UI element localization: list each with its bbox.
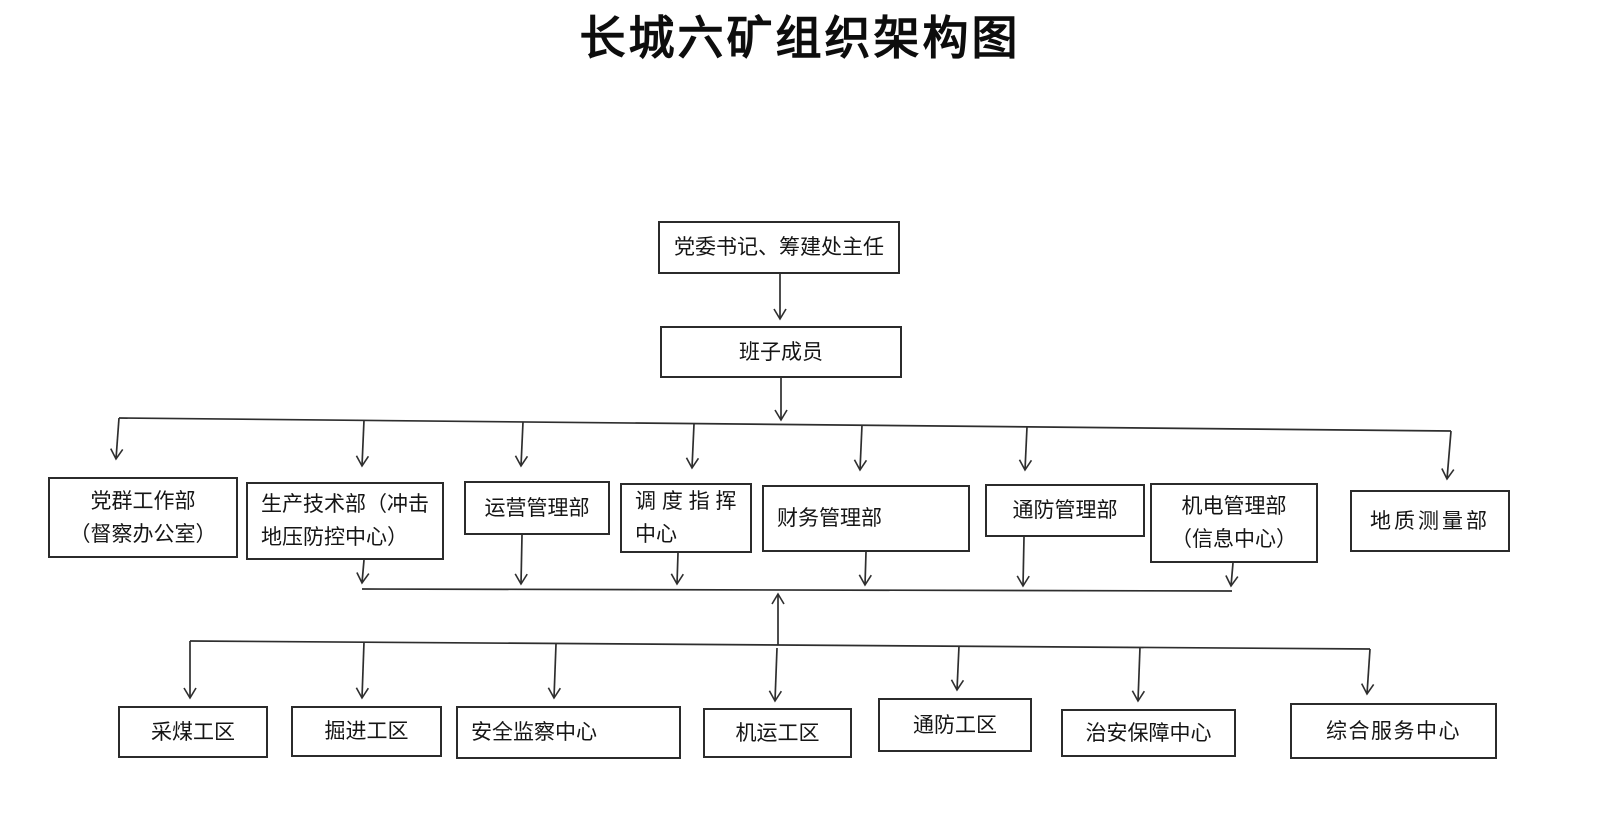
node-label: 机运工区 bbox=[735, 721, 820, 745]
node-production-tech-dept: 生产技术部（冲击 地压防控中心） bbox=[246, 482, 444, 560]
node-label: 党群工作部 （督察办公室） bbox=[69, 489, 217, 546]
node-operations-mgmt-dept: 运营管理部 bbox=[464, 481, 610, 535]
connector-group bbox=[110, 274, 1455, 703]
arrow-to-geology-dept bbox=[1441, 430, 1455, 481]
node-party-mass-work-dept: 党群工作部 （督察办公室） bbox=[48, 477, 238, 558]
arrow-to-ventilation-district bbox=[950, 645, 965, 692]
page-title: 长城六矿组织架构图 bbox=[579, 13, 1021, 64]
node-finance-mgmt-dept: 财务管理部 bbox=[762, 485, 970, 552]
node-label: 治安保障中心 bbox=[1085, 721, 1212, 745]
node-party-secretary-director: 党委书记、筹建处主任 bbox=[658, 221, 900, 274]
node-transport-district: 机运工区 bbox=[703, 708, 852, 758]
node-tunneling-district: 掘进工区 bbox=[291, 706, 442, 757]
arrow-to-party-mass-dept bbox=[110, 417, 124, 461]
node-label: 地质测量部 bbox=[1370, 509, 1490, 533]
arrow-operations-to-bus2 bbox=[514, 534, 528, 586]
node-label: 调 度 指 挥 中心 bbox=[635, 490, 737, 546]
node-label: 运营管理部 bbox=[484, 496, 590, 520]
node-security-support-center: 治安保障中心 bbox=[1061, 709, 1236, 757]
arrow-to-general-service-center bbox=[1360, 648, 1375, 696]
node-dispatch-command-center: 调 度 指 挥 中心 bbox=[620, 483, 752, 553]
bus-line-1 bbox=[118, 417, 1452, 432]
node-label: 班子成员 bbox=[739, 340, 823, 364]
node-leadership-team: 班子成员 bbox=[660, 326, 902, 378]
arrow-mech-electrical-to-bus2 bbox=[1225, 562, 1239, 588]
node-coal-mining-district: 采煤工区 bbox=[118, 706, 268, 758]
arrow-to-production-tech-dept bbox=[355, 419, 370, 468]
node-label: 党委书记、筹建处主任 bbox=[674, 236, 884, 259]
node-general-service-center: 综合服务中心 bbox=[1290, 703, 1497, 759]
bus-line-3 bbox=[189, 640, 1371, 650]
arrow-to-ventilation-dept bbox=[1018, 426, 1033, 472]
node-label: 采煤工区 bbox=[151, 720, 235, 744]
node-label: 掘进工区 bbox=[324, 720, 409, 743]
bus-line-2 bbox=[361, 588, 1233, 592]
arrow-ventilation-to-bus2 bbox=[1016, 536, 1030, 588]
node-label: 综合服务中心 bbox=[1326, 719, 1461, 743]
node-label: 机电管理部 （信息中心） bbox=[1171, 495, 1297, 551]
arrow-finance-to-bus2 bbox=[858, 551, 872, 587]
node-label: 生产技术部（冲击 地压防控中心） bbox=[261, 493, 429, 549]
node-label: 安全监察中心 bbox=[471, 721, 597, 744]
node-label: 通防管理部 bbox=[1012, 499, 1118, 522]
node-safety-supervision-center: 安全监察中心 bbox=[456, 706, 681, 759]
arrow-to-dispatch-center bbox=[685, 423, 700, 470]
node-label: 通防工区 bbox=[913, 713, 997, 737]
arrow-to-tunneling-district bbox=[355, 641, 370, 700]
node-geology-survey-dept: 地质测量部 bbox=[1350, 490, 1510, 552]
arrow-to-safety-supervision-center bbox=[547, 643, 562, 700]
arrow-dispatch-to-bus2 bbox=[670, 552, 684, 586]
node-label: 财务管理部 bbox=[777, 507, 882, 530]
node-ventilation-district: 通防工区 bbox=[878, 698, 1032, 752]
node-ventilation-mgmt-dept: 通防管理部 bbox=[985, 484, 1145, 537]
arrow-to-transport-district bbox=[768, 647, 783, 703]
arrow-to-finance-dept bbox=[853, 424, 868, 472]
arrow-to-operations-dept bbox=[514, 421, 529, 468]
arrow-production-to-bus2 bbox=[356, 559, 370, 585]
arrow-to-security-support-center bbox=[1131, 646, 1146, 703]
node-mech-electrical-dept: 机电管理部 （信息中心） bbox=[1150, 483, 1318, 563]
